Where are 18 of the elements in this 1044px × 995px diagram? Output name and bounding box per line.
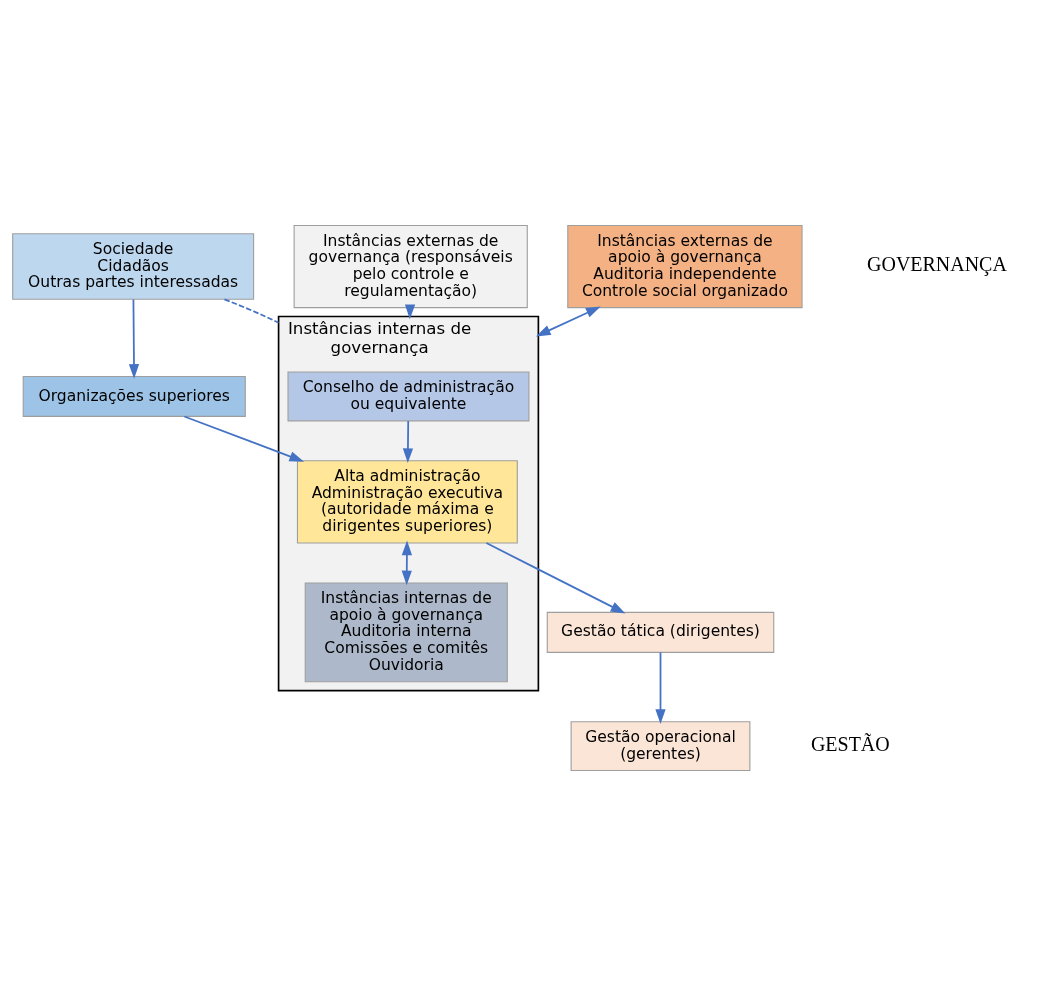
connector bbox=[223, 298, 280, 324]
node-box: Instâncias externas de apoio à governança Auditoria independente Controle social organizado bbox=[567, 224, 803, 308]
node-box: Gestão operacional (gerentes) bbox=[570, 720, 751, 771]
node-box: Instâncias internas de apoio à governança Auditoria interna Comissões e comitês Ouvidoria bbox=[304, 581, 508, 682]
node-box: Conselho de administração ou equivalente bbox=[287, 370, 530, 421]
arrow bbox=[485, 541, 626, 613]
label: GOVERNANÇA bbox=[867, 252, 1007, 275]
node-box: Sociedade Cidadãos Outras partes interessadas bbox=[12, 232, 255, 300]
arrow bbox=[401, 540, 413, 585]
arrow bbox=[655, 651, 666, 724]
arrow bbox=[402, 419, 414, 463]
arrow bbox=[535, 306, 601, 336]
label: GESTÃO bbox=[810, 732, 890, 755]
node-box: Gestão tática (dirigentes) bbox=[546, 611, 775, 653]
arrow bbox=[183, 415, 305, 462]
node-box: Organizações superiores bbox=[22, 375, 246, 417]
node-box: Alta administração Administração executiva (autoridade máxima e dirigentes superiores) bbox=[296, 459, 518, 543]
arrow bbox=[128, 298, 140, 379]
